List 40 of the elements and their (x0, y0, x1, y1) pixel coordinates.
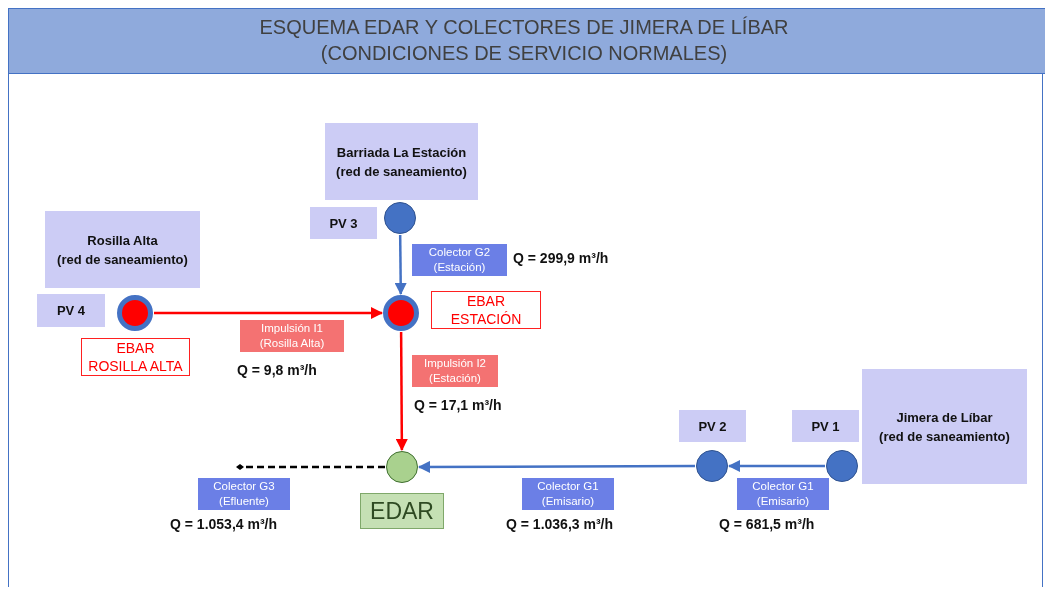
manhole-circle (826, 450, 858, 482)
edge-label: Colector G1 (Emisario) (737, 478, 829, 510)
manhole-circle (386, 451, 418, 483)
edge-label: Impulsión I1 (Rosilla Alta) (240, 320, 344, 352)
edge-label: Colector G2 (Estación) (412, 244, 507, 276)
location-box: PV 2 (679, 410, 746, 442)
pump-station-box: EBAR ROSILLA ALTA (81, 338, 190, 376)
node-title: Jimera de Líbar (896, 408, 993, 427)
location-box (325, 123, 478, 200)
pump-station-box: EBAR ESTACIÓN (431, 291, 541, 329)
pipe-arrow (728, 460, 825, 472)
pipe-arrow (154, 307, 383, 319)
manhole-circle (696, 450, 728, 482)
manhole-circle (117, 295, 153, 331)
node-title: Barriada La Estación (336, 143, 467, 162)
manhole-circle (384, 202, 416, 234)
location-box (45, 211, 200, 288)
location-box: PV 1 (792, 410, 859, 442)
node-subtitle: (red de saneamiento) (879, 427, 1010, 446)
edge-label: Colector G1 (Emisario) (522, 478, 614, 510)
location-box: PV 4 (37, 294, 105, 327)
flow-rate-label: Q = 299,9 m³/h (513, 250, 609, 266)
node-subtitle: (red de saneamiento) (336, 162, 467, 181)
flow-rate-label: Q = 1.053,4 m³/h (170, 516, 277, 532)
pipe-arrow (394, 235, 407, 295)
title: ESQUEMA EDAR Y COLECTORES DE JIMERA DE LÍBAR (CONDICIONES DE SERVICIO NORMALES) (258, 15, 790, 66)
pipe-arrow (418, 460, 695, 473)
location-box (862, 369, 1027, 484)
node-subtitle: (red de saneamiento) (57, 250, 188, 269)
location-box: PV 3 (310, 207, 377, 239)
flow-rate-label: Q = 17,1 m³/h (414, 397, 502, 413)
flow-rate-label: Q = 9,8 m³/h (237, 362, 317, 378)
manhole-circle (383, 295, 419, 331)
pipe-arrow (395, 332, 408, 451)
node-title: Rosilla Alta (87, 231, 158, 250)
treatment-plant-box: EDAR (360, 493, 444, 529)
edge-label: Colector G3 (Efluente) (198, 478, 290, 510)
flow-rate-label: Q = 1.036,3 m³/h (506, 516, 613, 532)
edge-label: Impulsión I2 (Estación) (412, 355, 498, 387)
flow-rate-label: Q = 681,5 m³/h (719, 516, 815, 532)
